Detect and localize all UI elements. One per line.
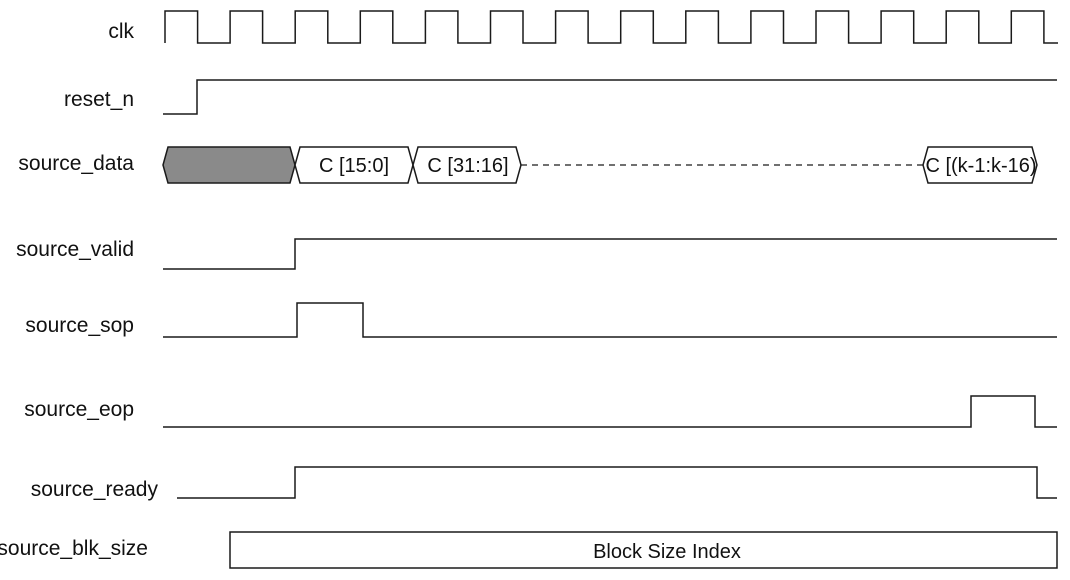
label-source-ready: source_ready [31, 478, 159, 501]
clk-waveform [164, 10, 1058, 44]
label-source-blk-size: source_blk_size [0, 537, 148, 560]
label-source-sop: source_sop [25, 314, 134, 337]
source-blk-size-value: Block Size Index [593, 541, 741, 563]
label-source-data: source_data [18, 152, 134, 175]
source-data-word-0 [294, 146, 414, 184]
source-sop-waveform [163, 302, 1057, 338]
source-blk-size-bus [229, 531, 1058, 569]
source-valid-waveform [163, 238, 1057, 270]
label-source-valid: source_valid [16, 238, 134, 261]
source-eop-waveform [163, 395, 1057, 428]
label-source-eop: source_eop [24, 398, 134, 421]
source-data-word-1 [412, 146, 522, 184]
source-ready-waveform [177, 466, 1057, 499]
label-clk: clk [108, 20, 134, 43]
label-reset-n: reset_n [64, 88, 134, 111]
source-data-word-1-label: C [31:16] [427, 155, 508, 177]
source-data-word-last-label: C [(k-1:k-16) [925, 155, 1036, 177]
source-data-word-last [922, 146, 1038, 184]
source-data-word-0-label: C [15:0] [319, 155, 389, 177]
reset-n-waveform [163, 79, 1057, 115]
source-data-undefined-segment [162, 146, 296, 184]
